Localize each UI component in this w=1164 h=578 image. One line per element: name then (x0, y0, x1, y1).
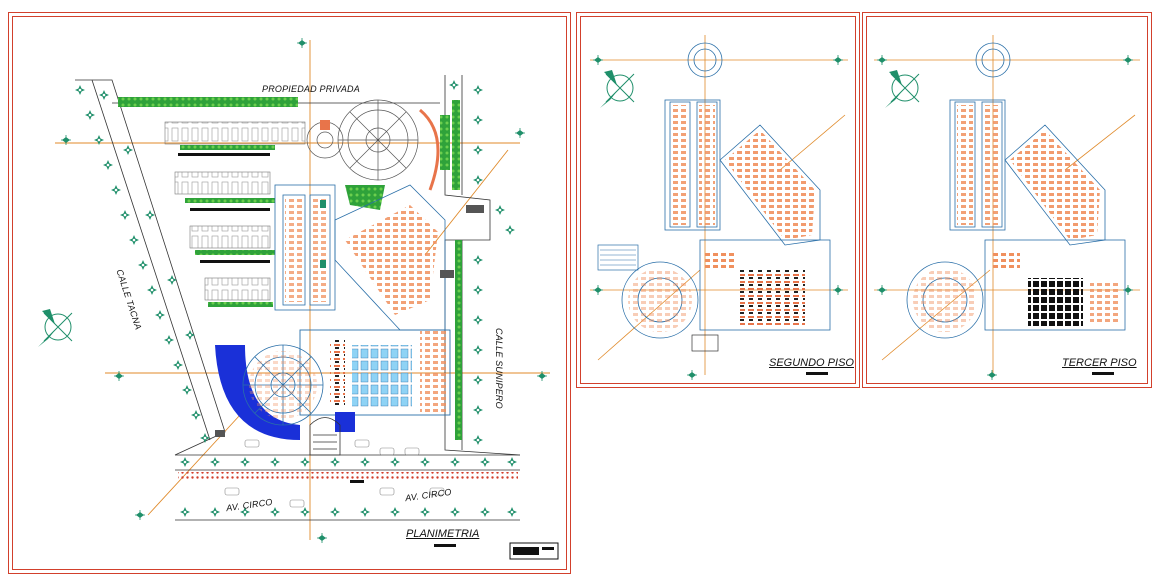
street-label-right: CALLE SUNIPERO (494, 328, 504, 409)
sheet-title-tercer-piso: TERCER PISO (1062, 357, 1137, 369)
sheet-planimetria (8, 12, 571, 574)
sheet-title-planimetria: PLANIMETRIA (406, 528, 480, 540)
north-arrow-icon (599, 69, 635, 109)
sheet-tercer-piso (862, 12, 1152, 388)
north-arrow-icon (37, 308, 73, 348)
street-label-top: PROPIEDAD PRIVADA (262, 84, 360, 94)
sheet-segundo-piso (576, 12, 860, 388)
north-arrow-icon (884, 69, 920, 109)
sheet-title-segundo-piso: SEGUNDO PISO (769, 357, 854, 369)
